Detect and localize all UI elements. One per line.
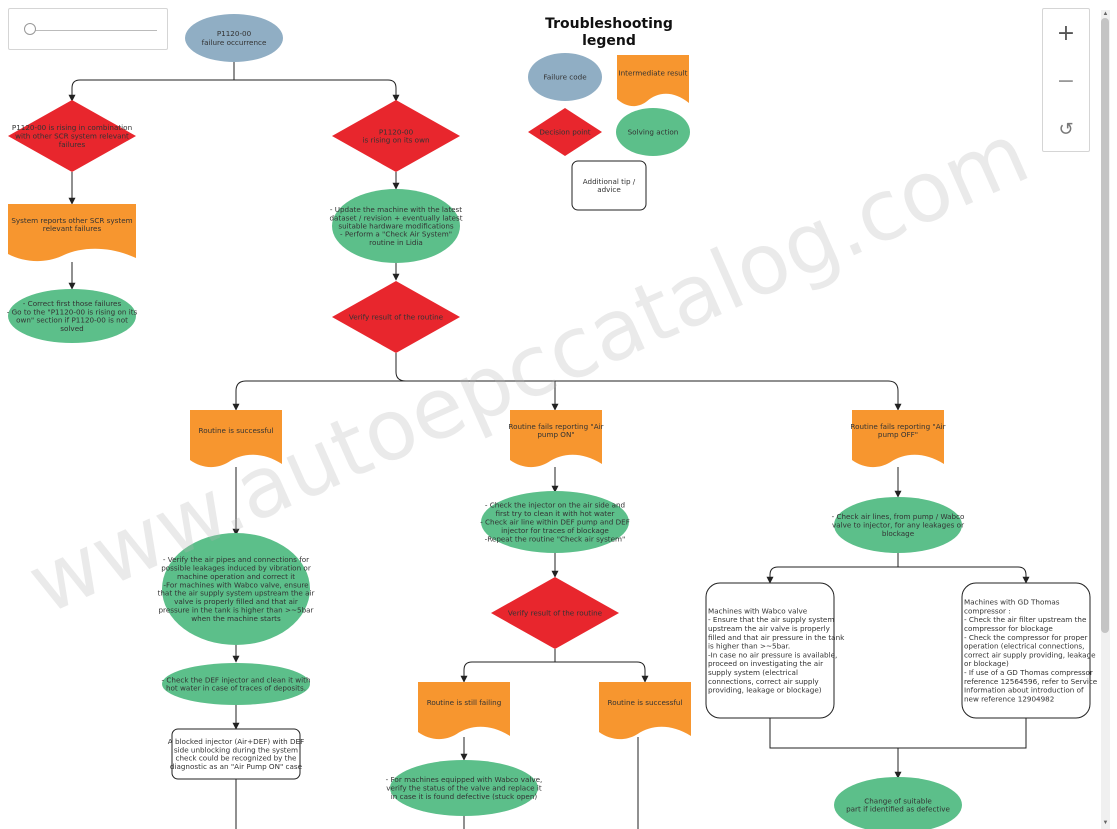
- result-scr-failures: [8, 204, 136, 262]
- scrollbar-thumb[interactable]: [1101, 18, 1109, 633]
- legend-failure-code: [528, 53, 602, 101]
- action-check-injector-air-label: - Check the injector on the air side and…: [480, 501, 630, 544]
- result-routine-still-failing-label: Routine is still failing: [427, 698, 502, 707]
- legend-solving-action-label: Solving action: [628, 128, 679, 137]
- reset-zoom-button[interactable]: ↺: [1043, 105, 1089, 153]
- action-correct-failures: [8, 289, 136, 343]
- zoom-slider[interactable]: [8, 8, 168, 50]
- connector: [769, 718, 1027, 749]
- legend-additional-tip: [571, 160, 647, 211]
- action-wabco-valve-status: [390, 760, 538, 816]
- legend-intermediate-result-label: Intermediate result: [619, 69, 688, 78]
- action-change-part: [834, 777, 962, 829]
- legend-additional-tip-label: Additional tip /advice: [583, 177, 636, 194]
- connector: [68, 79, 234, 102]
- tip-gd-thomas-compressor: [961, 582, 1091, 719]
- connector: [460, 661, 555, 683]
- zoom-controls: + − ↺: [1042, 8, 1090, 152]
- result-routine-successful-2-label: Routine is successful: [608, 698, 683, 707]
- legend-intermediate-result: [617, 55, 689, 107]
- action-verify-air-pipes-label: - Verify the air pipes and connections f…: [158, 555, 315, 623]
- result-routine-successful-label: Routine is successful: [199, 426, 274, 435]
- minus-icon: −: [1056, 68, 1076, 94]
- action-correct-failures-label: - Correct first those failures- Go to th…: [7, 299, 138, 333]
- connector: [396, 380, 902, 411]
- zoom-out-button[interactable]: −: [1043, 57, 1089, 105]
- action-check-air-lines: [834, 497, 962, 553]
- result-air-pump-off: [852, 410, 944, 468]
- decision-combination: [8, 100, 136, 172]
- connector: [766, 566, 898, 584]
- plus-icon: +: [1056, 20, 1076, 46]
- legend-failure-code-label: Failure code: [543, 73, 587, 82]
- decision-verify-routine-1-label: Verify result of the routine: [349, 313, 444, 322]
- legend-decision-point-label: Decision point: [539, 128, 590, 137]
- scroll-down-icon[interactable]: ▼: [1102, 820, 1109, 826]
- scroll-up-icon[interactable]: ▲: [1102, 11, 1109, 17]
- connector: [395, 371, 407, 382]
- zoom-in-button[interactable]: +: [1043, 9, 1089, 57]
- result-air-pump-on: [510, 410, 602, 468]
- connector: [232, 380, 396, 411]
- watermark: www.autoepccatalog.com: [14, 104, 1042, 633]
- result-routine-successful: [190, 410, 282, 468]
- tip-blocked-injector: [171, 728, 301, 780]
- action-check-def-injector-label: - Check the DEF injector and clean it wi…: [162, 675, 311, 692]
- result-routine-successful-2: [599, 682, 691, 740]
- legend-decision-point: [528, 108, 602, 156]
- legend-solving-action: [616, 108, 690, 156]
- decision-own: [332, 100, 460, 172]
- action-wabco-valve-status-label: - For machines equipped with Wabco valve…: [386, 775, 543, 801]
- tip-wabco-valve-label: Machines with Wabco valve- Ensure that t…: [708, 606, 845, 694]
- decision-verify-routine-2: [491, 577, 619, 649]
- action-check-def-injector: [162, 663, 310, 705]
- action-verify-air-pipes: [162, 533, 310, 645]
- slider-track: [29, 30, 157, 31]
- result-routine-still-failing: [418, 682, 510, 740]
- action-update-machine: [332, 189, 460, 263]
- connector: [555, 661, 649, 683]
- connector: [234, 79, 400, 102]
- start-failure-occurrence: [185, 14, 283, 62]
- connector-lines: [68, 62, 1030, 829]
- decision-verify-routine-1: [332, 281, 460, 353]
- connector: [898, 566, 1030, 584]
- action-check-injector-air: [481, 491, 629, 553]
- decision-verify-routine-2-label: Verify result of the routine: [508, 609, 603, 618]
- slider-handle[interactable]: [24, 23, 36, 35]
- reset-icon: ↺: [1058, 118, 1074, 140]
- tip-wabco-valve: [705, 582, 835, 719]
